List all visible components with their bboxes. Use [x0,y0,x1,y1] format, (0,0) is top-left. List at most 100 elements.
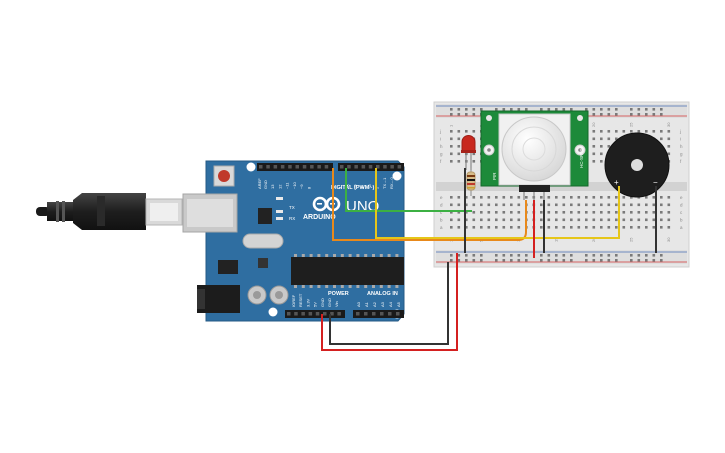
breadboard-hole[interactable] [480,226,483,229]
breadboard-hole[interactable] [667,203,671,207]
breadboard-hole[interactable] [637,226,641,229]
wire-green[interactable] [345,168,472,212]
breadboard-hole[interactable] [540,226,543,229]
rail-hole[interactable] [600,108,603,111]
breadboard-hole[interactable] [607,203,611,207]
header-hole[interactable] [368,165,373,169]
header-hole[interactable] [347,165,351,169]
breadboard-hole[interactable] [450,211,453,214]
breadboard-hole[interactable] [570,203,573,207]
breadboard-hole[interactable] [472,130,476,133]
rail-hole[interactable] [562,108,566,111]
breadboard-hole[interactable] [517,196,521,199]
breadboard-hole[interactable] [465,218,468,222]
rail-hole[interactable] [600,113,603,116]
breadboard-hole[interactable] [517,226,521,229]
rail-hole[interactable] [562,259,566,262]
rail-hole[interactable] [502,108,506,111]
breadboard-hole[interactable] [630,130,633,133]
breadboard-hole[interactable] [450,130,453,133]
breadboard-hole[interactable] [652,226,656,229]
breadboard-hole[interactable] [622,211,626,214]
breadboard-hole[interactable] [547,226,551,229]
breadboard-hole[interactable] [585,196,588,199]
piezo-buzzer[interactable]: + − [604,132,670,198]
rail-hole[interactable] [607,259,611,262]
rail-hole[interactable] [510,108,513,111]
breadboard-hole[interactable] [585,203,588,207]
rail-hole[interactable] [637,113,641,116]
breadboard-hole[interactable] [630,218,633,222]
breadboard-hole[interactable] [450,137,453,141]
breadboard-hole[interactable] [547,203,551,207]
breadboard-hole[interactable] [562,211,566,214]
pir-motion-sensor[interactable]: HC-SR501 PIR [480,110,589,200]
breadboard-hole[interactable] [607,130,611,133]
rail-hole[interactable] [510,254,513,257]
breadboard-hole[interactable] [592,160,596,163]
breadboard-hole[interactable] [637,211,641,214]
breadboard-hole[interactable] [450,160,453,163]
rail-hole[interactable] [480,254,483,257]
breadboard-hole[interactable] [472,160,476,163]
breadboard-hole[interactable] [457,218,461,222]
breadboard-hole[interactable] [622,130,626,133]
breadboard-hole[interactable] [457,145,461,148]
breadboard-hole[interactable] [622,226,626,229]
rail-hole[interactable] [495,254,498,257]
breadboard-hole[interactable] [547,218,551,222]
header-hole[interactable] [273,165,278,169]
breadboard-hole[interactable] [555,211,558,214]
breadboard-hole[interactable] [540,211,543,214]
rail-hole[interactable] [660,108,663,111]
rail-hole[interactable] [562,254,566,257]
breadboard-hole[interactable] [465,196,468,199]
breadboard-hole[interactable] [585,226,588,229]
wire-yellow[interactable] [375,168,620,239]
header-hole[interactable] [397,165,402,169]
rail-hole[interactable] [457,108,461,111]
breadboard-hole[interactable] [652,130,656,133]
breadboard-hole[interactable] [472,152,476,156]
rail-hole[interactable] [585,108,588,111]
breadboard-hole[interactable] [555,196,558,199]
breadboard-hole[interactable] [570,211,573,214]
breadboard-hole[interactable] [525,196,528,199]
header-hole[interactable] [372,312,376,316]
breadboard-hole[interactable] [562,196,566,199]
header-hole[interactable] [301,312,305,316]
breadboard-hole[interactable] [667,137,671,141]
breadboard-hole[interactable] [510,196,513,199]
rail-hole[interactable] [547,254,551,257]
header-hole[interactable] [302,165,307,169]
breadboard-hole[interactable] [600,137,603,141]
breadboard-hole[interactable] [562,203,566,207]
breadboard-hole[interactable] [577,203,581,207]
breadboard-hole[interactable] [570,218,573,222]
header-hole[interactable] [396,312,400,316]
breadboard-hole[interactable] [472,218,476,222]
breadboard-hole[interactable] [555,203,558,207]
header-hole[interactable] [340,165,344,169]
breadboard-hole[interactable] [547,211,551,214]
header-hole[interactable] [376,165,380,169]
breadboard-hole[interactable] [615,211,618,214]
rail-hole[interactable] [457,259,461,262]
breadboard-hole[interactable] [652,196,656,199]
rail-hole[interactable] [645,108,648,111]
breadboard-hole[interactable] [607,226,611,229]
header-hole[interactable] [390,165,394,169]
rail-hole[interactable] [450,113,453,116]
rail-hole[interactable] [517,254,521,257]
rail-hole[interactable] [465,259,468,262]
breadboard-hole[interactable] [465,203,468,207]
rail-hole[interactable] [450,108,453,111]
header-hole[interactable] [356,312,360,316]
header-hole[interactable] [259,165,263,169]
rail-hole[interactable] [592,254,596,257]
breadboard-hole[interactable] [660,211,663,214]
rail-hole[interactable] [450,254,453,257]
breadboard-hole[interactable] [510,211,513,214]
breadboard-hole[interactable] [592,152,596,156]
breadboard-hole[interactable] [517,211,521,214]
